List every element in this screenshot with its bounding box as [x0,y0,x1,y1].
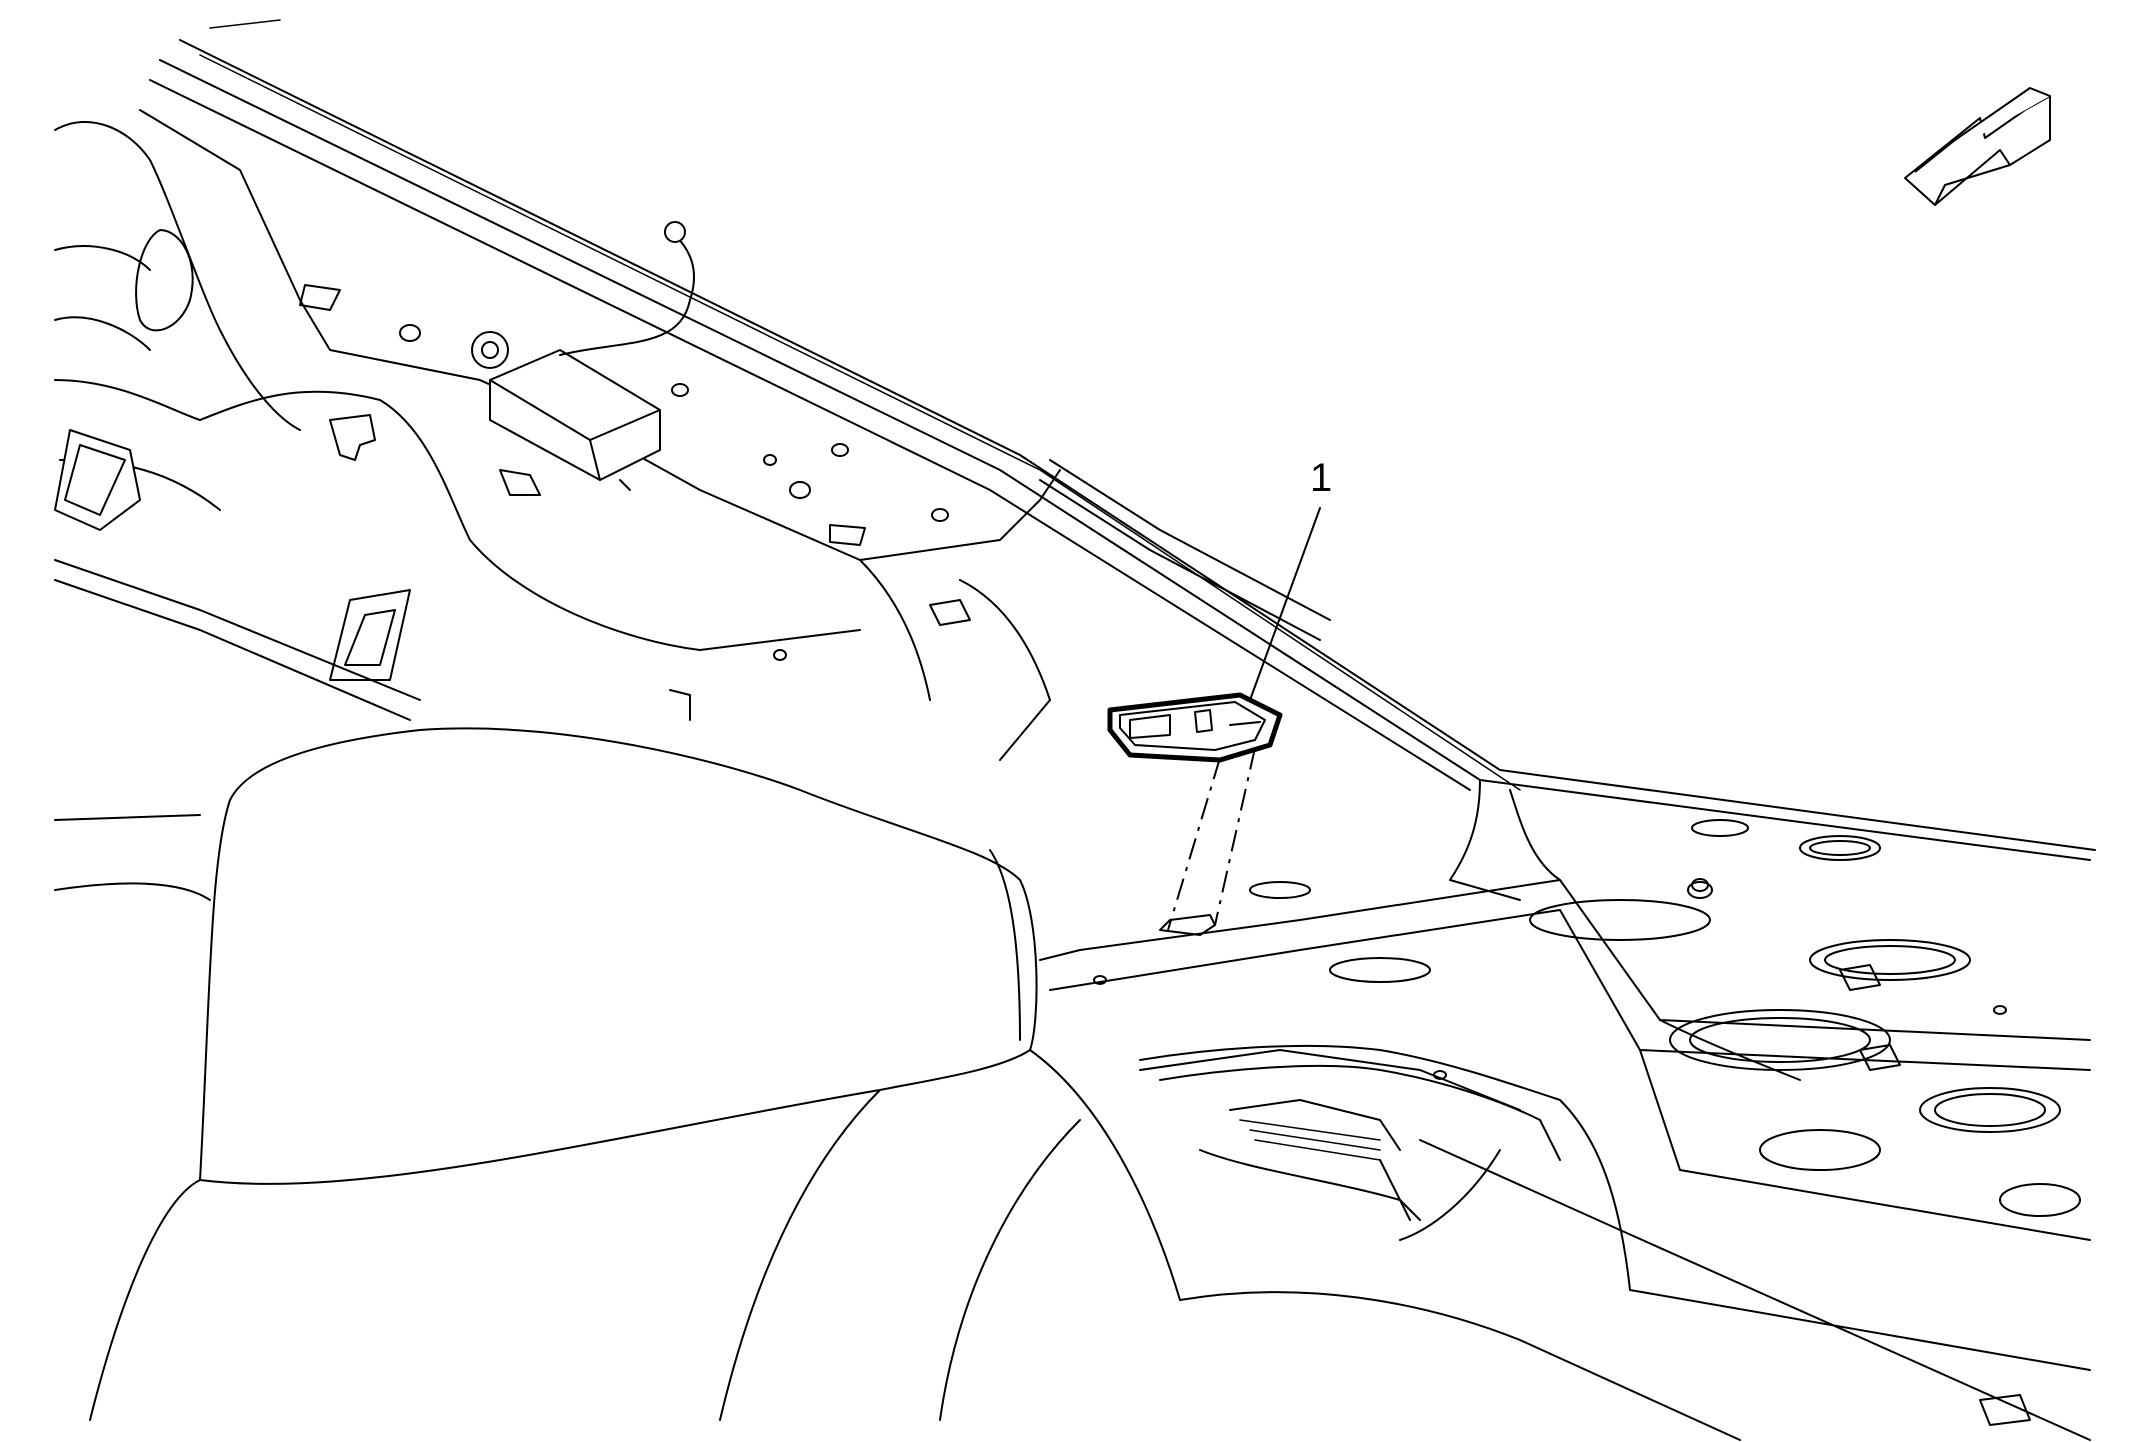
front-direction-arrow-icon [1904,87,2051,206]
center-compartment [1139,1049,1561,1241]
trunk-floor [1039,779,2091,1441]
antenna-module-upper [471,221,695,491]
callout-1-leader [1249,507,1321,701]
left-side-trim [54,229,421,721]
floor-openings [1093,819,2081,1426]
component-1-module [1107,692,1283,763]
tray-holes [299,284,971,721]
package-tray [54,109,1061,761]
rear-window-edge-lines [149,19,2096,861]
install-guide-lines [1159,747,1256,936]
callout-label-1: 1 [1310,456,1333,500]
rear-seat-headrest [54,727,1181,1421]
